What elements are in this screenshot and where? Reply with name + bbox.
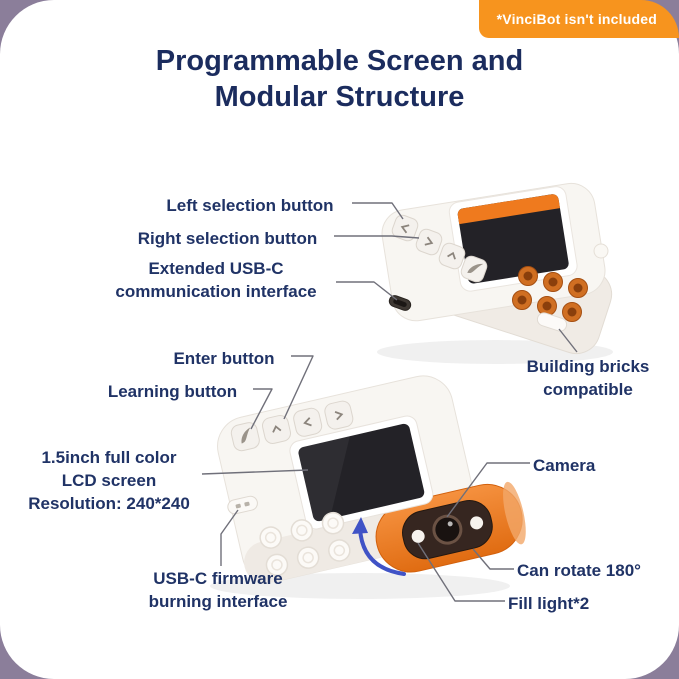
fill-light-2 (470, 516, 484, 530)
label-fill-light: Fill light*2 (508, 594, 590, 613)
enter-button-top-device (438, 242, 466, 270)
device-bottom-illustration (210, 375, 526, 599)
left-selection-button (391, 214, 419, 242)
arrowhead (352, 517, 368, 534)
learning-button-top-device (460, 255, 488, 283)
leader-line-lcd (201, 469, 309, 475)
chevron-left-icon (303, 417, 312, 427)
corner-stud (593, 243, 609, 259)
screen-reflection (297, 436, 350, 523)
leader-line-building-bricks (558, 328, 578, 353)
label-right-selection-button: Right selection button (137, 229, 318, 248)
brick-studs (259, 511, 351, 577)
label-extended-usbc: Extended USB-C communication interface (115, 259, 317, 301)
label-left-selection-button: Left selection button (166, 196, 334, 215)
leader-line-right-selection (334, 235, 420, 239)
leader-line-learning (250, 388, 273, 430)
feather-icon (467, 263, 484, 274)
chevron-left-icon (400, 224, 410, 234)
label-building-bricks: Building bricks compatible (526, 357, 650, 399)
device-bottom-lcd-screen (289, 415, 434, 530)
enter-button (262, 414, 291, 444)
bottom-port-pill (536, 312, 568, 332)
chevron-up-icon (447, 251, 456, 260)
label-camera: Camera (533, 456, 596, 475)
lens-glint (447, 521, 453, 527)
leader-line-rotate (472, 548, 514, 570)
leader-line-fill-light (417, 542, 505, 602)
leader-line-usbc-firmware (220, 509, 239, 566)
chevron-up-icon (272, 425, 282, 433)
device-top-illustration (377, 182, 613, 364)
label-can-rotate: Can rotate 180° (517, 561, 641, 580)
leader-line-enter (283, 355, 314, 420)
chevron-right-icon (424, 236, 434, 246)
label-usbc-firmware: USB-C firmware burning interface (148, 569, 288, 611)
usbc-firmware-port (227, 495, 258, 515)
label-learning-button: Learning button (107, 382, 238, 401)
page-title: Programmable Screen and Modular Structur… (155, 45, 524, 113)
leader-lines (201, 202, 578, 602)
extended-usbc-port (388, 295, 412, 311)
leader-line-left-selection (352, 202, 404, 220)
fill-light-1 (411, 529, 425, 543)
leader-line-extended-usbc (336, 281, 398, 301)
feather-icon (241, 427, 251, 444)
leader-line-camera (446, 462, 530, 518)
rotation-arrow (352, 517, 406, 576)
label-lcd-screen: 1.5inch full color LCD screen Resolution… (28, 448, 190, 513)
screen-orange-strip (457, 194, 560, 225)
learning-button (230, 422, 260, 452)
disclaimer-text: *VinciBot isn't included (496, 11, 657, 27)
label-enter-button: Enter button (173, 349, 275, 368)
left-button (293, 407, 323, 437)
camera-lens (432, 514, 463, 545)
disclaimer-badge: *VinciBot isn't included (478, 0, 679, 38)
right-button (324, 400, 354, 430)
curved-arrow-icon (358, 526, 406, 576)
cylinder-end-cap (503, 481, 526, 545)
chevron-right-icon (334, 411, 344, 421)
